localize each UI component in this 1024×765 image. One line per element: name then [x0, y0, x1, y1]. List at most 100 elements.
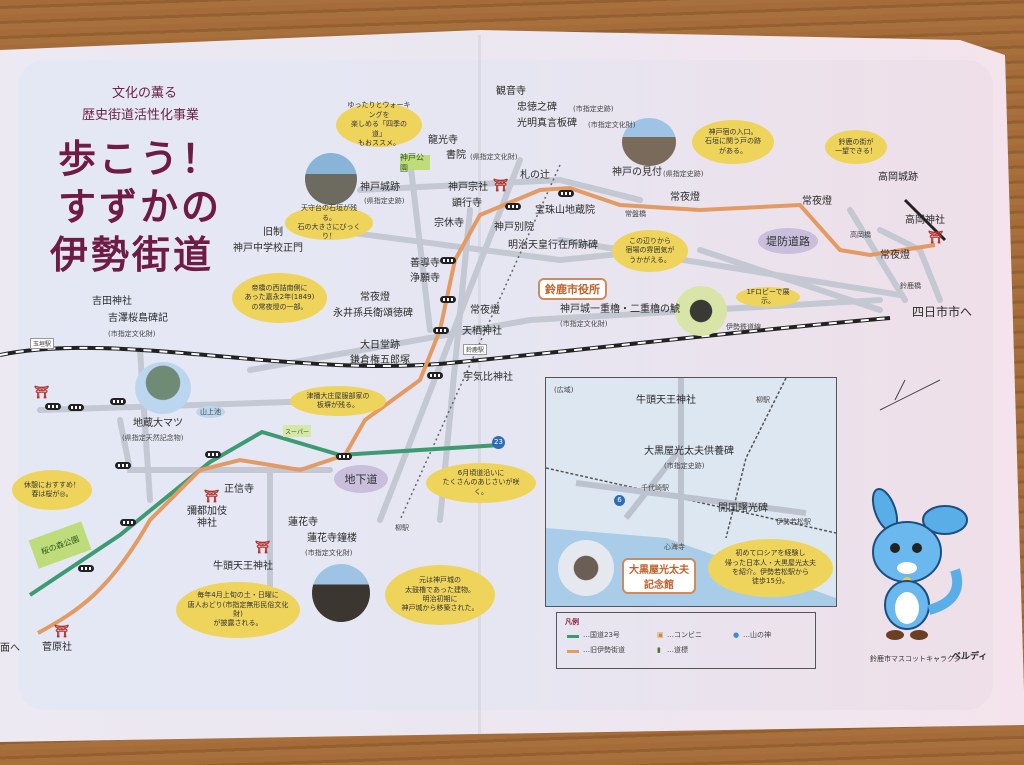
inset-scope: (広域): [554, 386, 574, 394]
bubble-ajisai: 6月頃道沿いに たくさんのあじさいが咲く。: [426, 463, 536, 503]
castle-wall-photo: [305, 153, 357, 205]
inset-museum: 大黒屋光太夫 記念館: [622, 558, 696, 594]
fold-line: [478, 35, 481, 742]
label-mitsuke: 神戸の見付: [612, 167, 662, 178]
traffic-signal-icon: [433, 327, 449, 334]
label-fuda-no-tsuji: 札の辻: [520, 170, 550, 181]
note-chutoku: (市指定史跡): [573, 105, 614, 113]
shachi-photo: [675, 286, 727, 336]
bubble-kodayu: 初めてロシアを経験し 帰った日本人・大黒屋光太夫 を紹介。伊勢若松駅から 徒歩1…: [708, 539, 833, 597]
legend-route23: …国道23号: [583, 631, 620, 639]
signpost-icon: ▮: [657, 646, 661, 654]
bubble-kanbejuku: 神戸宿の入口。 石垣に関う戸の跡 がある。: [692, 120, 774, 164]
inset-chiyozaki: 千代崎駅: [641, 484, 669, 492]
label-ryukoji: 龍光寺: [428, 135, 458, 146]
label-takaoka-bashi: 高岡橋: [850, 231, 871, 239]
traffic-signal-icon: [336, 453, 352, 460]
label-gozu: 牛頭天王神社: [213, 561, 273, 572]
station-tamagaki: 玉垣駅: [30, 338, 55, 349]
shrine-torii-icon: ⛩: [493, 178, 509, 192]
legend-old-road-swatch: [567, 650, 579, 653]
inset-map: (広域) 牛頭天王神社 柳駅 大黒屋光太夫供養碑 (市指定史跡) 千代崎駅 開国…: [545, 377, 837, 607]
label-kanonji: 観音寺: [496, 86, 526, 97]
title-line-3: 伊勢街道: [50, 233, 215, 277]
legend: 凡例 …国道23号 …旧伊勢街道 ▣ …コンビニ ▮ …道標 ● …山の神: [556, 612, 816, 669]
traffic-signal-icon: [78, 565, 94, 572]
label-joyato-5: 常夜燈: [470, 305, 500, 316]
label-shoin: 書院: [446, 150, 466, 161]
label-sugahara: 菅原社: [42, 642, 72, 653]
traffic-signal-icon: [120, 519, 136, 526]
mascot-name: ベルディ: [952, 652, 988, 662]
title-line-2: すずかの: [58, 185, 223, 229]
inset-route-badge: 6: [614, 495, 625, 506]
label-joyato-1: 常夜燈: [670, 192, 700, 203]
bubble-tenshu: 天守台の石垣が残る。 石の大きさにびっくり！: [285, 204, 373, 240]
bubble-kyukei: 休憩におすすめ！ 春は桜が◎。: [12, 470, 92, 510]
tag-super: スーパー: [283, 425, 311, 437]
legend-dohyo: …道標: [667, 646, 688, 654]
bubble-joyato: 帝橋の西詰南側に あった嘉永2年(1849) の常夜燈の一部。: [232, 273, 327, 323]
shrine-torii-icon: ⛩: [255, 540, 271, 554]
label-takaoka-jinja: 高岡神社: [905, 215, 945, 226]
label-jizo-matsu: 地蔵大マツ: [133, 418, 183, 429]
bubble-ichibo: 鈴鹿の街が 一望できる！: [825, 130, 887, 164]
label-shachi: 神戸城一重櫓・二重櫓の鯱: [560, 304, 680, 315]
traffic-signal-icon: [115, 462, 131, 469]
bubble-shiki: ゆったりとウォーキングを 楽しめる「四季の道」 もおススメ。: [336, 101, 422, 147]
label-rengeji: 蓮花寺: [288, 517, 318, 528]
note-shoin: (県指定文化財): [470, 153, 518, 161]
label-kanbe-sosha: 神戸宗社: [448, 182, 488, 193]
inset-kaikoku: 開国曙光碑: [718, 503, 768, 514]
tag-teibo: 堤防道路: [758, 228, 818, 254]
label-sokyuji: 宗休寺: [434, 218, 464, 229]
subtitle-2: 歴史街道活性化事業: [82, 108, 200, 123]
traffic-signal-icon: [68, 404, 84, 411]
label-meiji: 明治天皇行在所跡碑: [508, 240, 598, 251]
traffic-signal-icon: [110, 398, 126, 405]
bubble-taiko: 元は神戸城の 太鼓櫓であった建物。 明治初期に 神戸城から移築された。: [385, 565, 495, 625]
traffic-signal-icon: [558, 190, 574, 197]
label-suzuka-bashi: 鈴鹿橋: [900, 282, 921, 290]
label-shoshinji: 正信寺: [224, 484, 254, 495]
label-nagai: 永井孫兵衛頌徳碑: [333, 308, 413, 319]
label-kengyoji: 顕行寺: [452, 198, 482, 209]
station-suzuka: 鈴鹿駅: [463, 344, 488, 355]
traffic-signal-icon: [440, 257, 456, 264]
old-ise-road: [37, 185, 936, 635]
shrine-torii-icon: ⛩: [204, 489, 220, 503]
subtitle-1: 文化の薫る: [112, 86, 178, 101]
pine-tree-illustration: [135, 362, 191, 414]
traffic-signal-icon: [440, 296, 456, 303]
label-shoro: 蓮花寺鐘楼: [307, 533, 357, 544]
label-kanbe-joseki: 神戸城跡: [360, 182, 400, 193]
label-direction: 面へ: [0, 643, 20, 654]
traffic-signal-icon: [45, 403, 61, 410]
tag-chikado: 地下道: [334, 465, 388, 493]
label-to-yokkaichi: 四日市市へ: [912, 305, 973, 319]
label-joyato-2: 常夜燈: [802, 196, 832, 207]
label-kyusei: 旧制: [263, 227, 283, 238]
legend-title: 凡例: [565, 618, 579, 626]
route-23-road: [28, 429, 501, 597]
shrine-torii-icon: ⛩: [34, 385, 50, 399]
city-hall-label: 鈴鹿市役所: [538, 278, 607, 300]
label-joyato-3: 常夜燈: [880, 250, 910, 261]
label-betsuin: 神戸別院: [494, 222, 534, 233]
label-jogan: 浄願寺: [410, 273, 440, 284]
label-mitsuka-jinja: 彌都加伎 神社: [187, 506, 227, 529]
label-chugaku: 神戸中学校正門: [233, 243, 303, 254]
title-line-1: 歩こう！: [58, 137, 223, 181]
north-arrow: [879, 379, 941, 411]
inset-yanagi: 柳駅: [756, 396, 770, 404]
convenience-store-icon: ▣: [657, 631, 664, 639]
label-tokiwa-bashi: 常盤橋: [625, 210, 646, 218]
bubble-tojin: 毎年4月上旬の土・日曜に 唐人おどり(市指定無形民俗文化財) が披露される。: [176, 582, 300, 638]
label-yoshizawa: 吉澤桜島碑記: [108, 313, 168, 324]
note-shachi: (市指定文化財): [560, 320, 608, 328]
route-23-badge: 23: [492, 436, 505, 449]
note-jizo: (県指定天然記念物): [122, 434, 184, 442]
bubble-lobby: 1Fロビーで展示。: [736, 287, 800, 307]
label-yoshida: 吉田神社: [92, 296, 132, 307]
